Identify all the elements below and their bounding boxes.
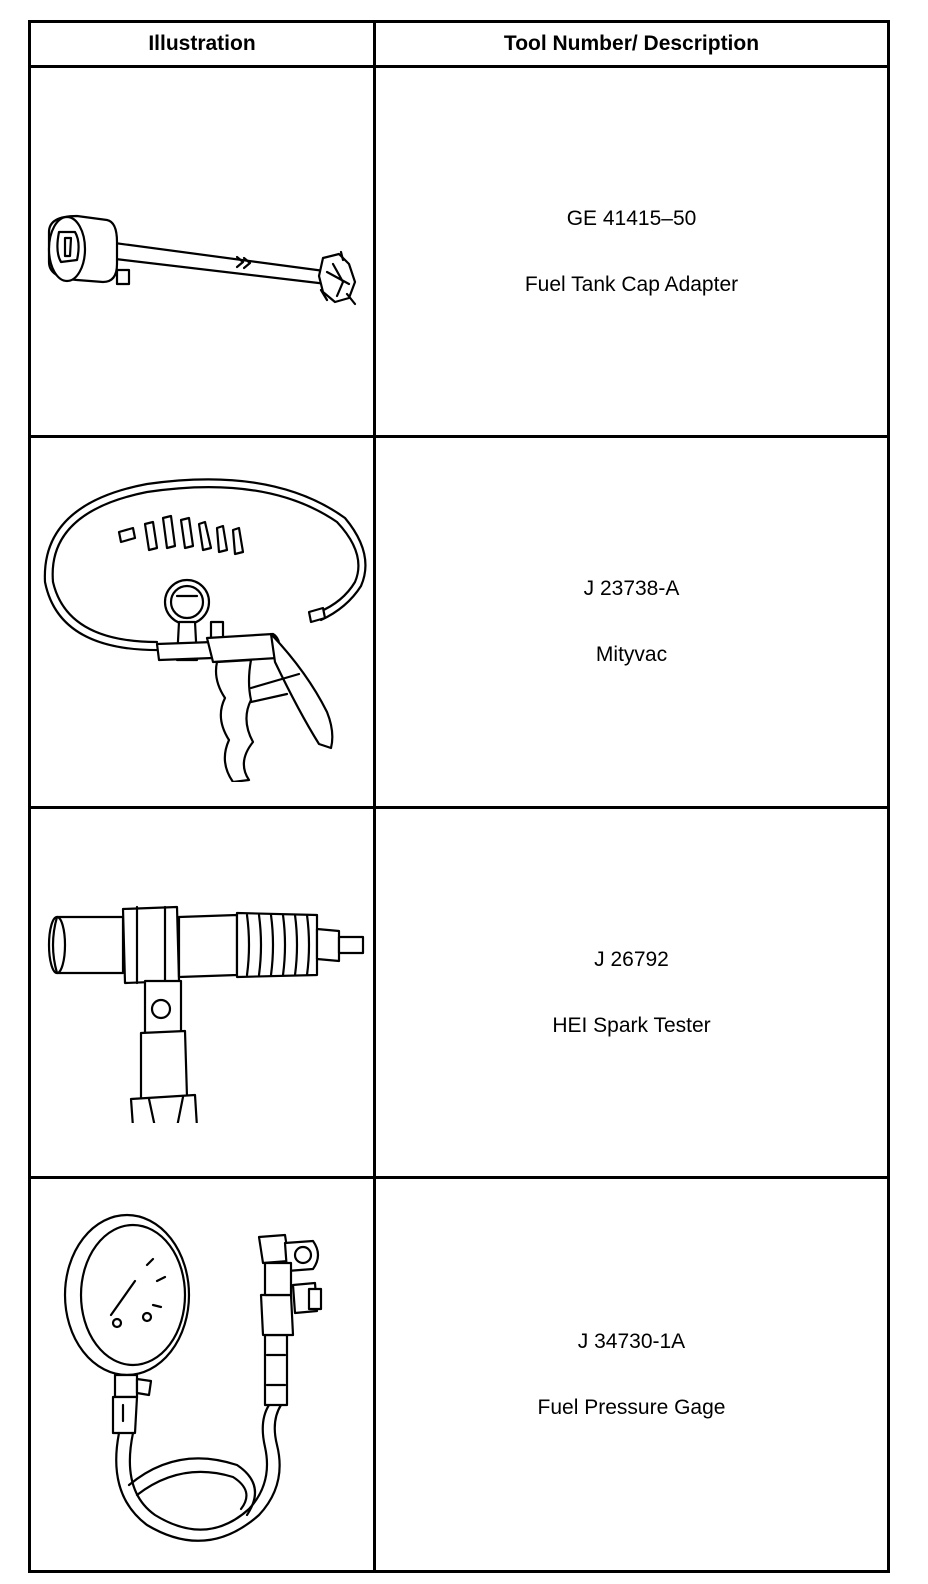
tool-description: Fuel Tank Cap Adapter bbox=[524, 272, 739, 296]
tool-description: HEI Spark Tester bbox=[552, 1013, 711, 1037]
tool-number: J 26792 bbox=[594, 947, 669, 971]
row-divider bbox=[31, 806, 887, 809]
table-row: J 34730-1A Fuel Pressure Gage bbox=[31, 1179, 887, 1570]
header-divider bbox=[31, 65, 887, 68]
tool-description: Mityvac bbox=[595, 643, 668, 666]
tool-number: J 34730-1A bbox=[577, 1329, 686, 1353]
tool-description-cell: J 34730-1A Fuel Pressure Gage bbox=[376, 1179, 887, 1570]
tool-description: Fuel Pressure Gage bbox=[537, 1395, 726, 1419]
table-row: GE 41415–50 Fuel Tank Cap Adapter bbox=[31, 68, 887, 435]
tool-number: GE 41415–50 bbox=[566, 206, 697, 230]
tool-description-cell: J 23738-A Mityvac bbox=[376, 438, 887, 806]
header-illustration: Illustration bbox=[148, 32, 256, 55]
tool-description-cell: GE 41415–50 Fuel Tank Cap Adapter bbox=[376, 68, 887, 435]
mityvac-vacuum-pump-illustration bbox=[31, 438, 373, 806]
tool-description-cell: J 26792 HEI Spark Tester bbox=[376, 809, 887, 1176]
table-row: J 26792 HEI Spark Tester bbox=[31, 809, 887, 1176]
row-divider bbox=[31, 435, 887, 438]
tool-number: J 23738-A bbox=[583, 577, 680, 600]
column-divider bbox=[373, 23, 376, 1570]
table-row: J 23738-A Mityvac bbox=[31, 438, 887, 806]
header-tool-description: Tool Number/ Description bbox=[503, 32, 760, 55]
row-divider bbox=[31, 1176, 887, 1179]
hei-spark-tester-illustration bbox=[31, 809, 373, 1176]
tool-table: Illustration Tool Number/ Description GE… bbox=[28, 20, 890, 1573]
fuel-pressure-gage-illustration bbox=[31, 1179, 373, 1570]
fuel-tank-cap-adapter-illustration bbox=[31, 68, 373, 435]
